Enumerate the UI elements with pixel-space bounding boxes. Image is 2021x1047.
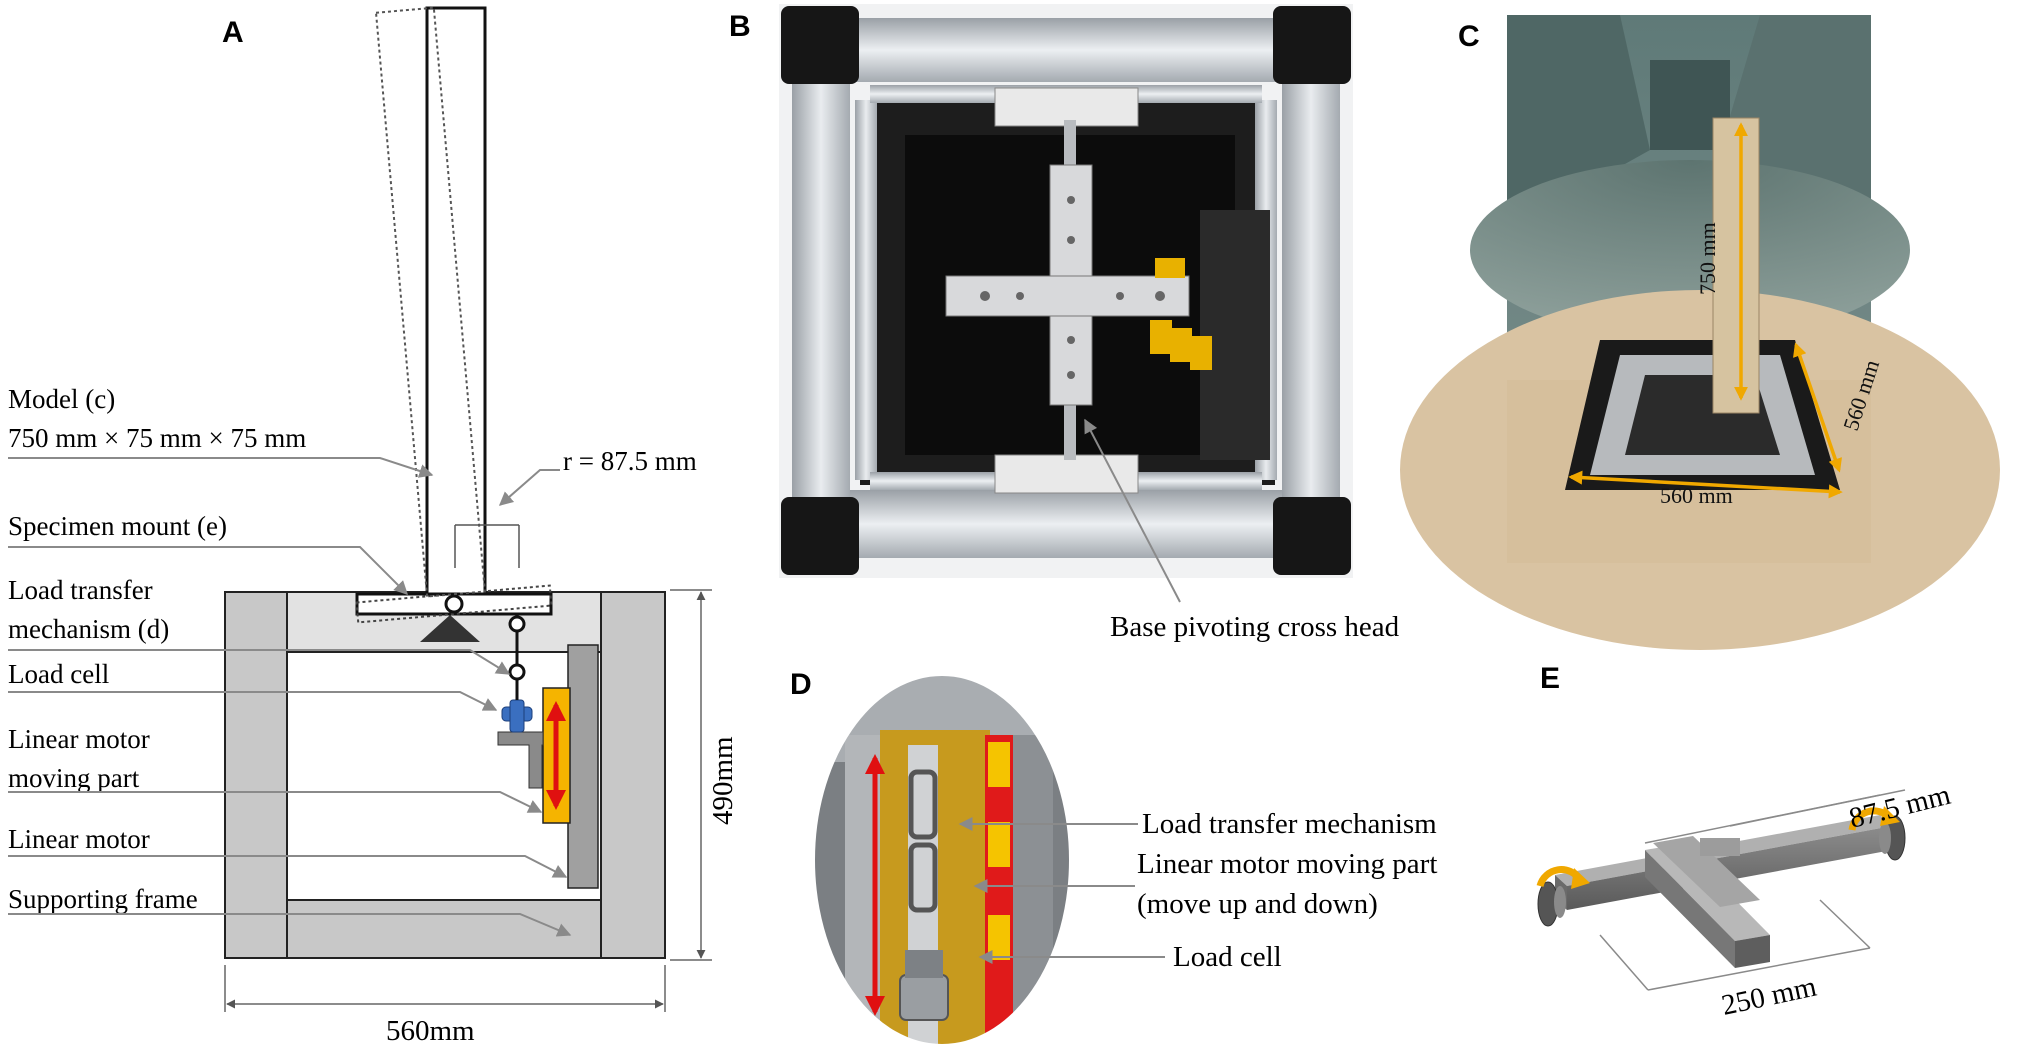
linear-motor: [567, 644, 599, 889]
label-model-line1: Model (c): [8, 384, 115, 414]
leader-supporting-frame: [8, 913, 572, 937]
frame-bottom-beam: [286, 899, 602, 959]
label-load-transfer-line2: mechanism (d): [8, 614, 169, 644]
label-load-transfer-line1: Load transfer: [8, 575, 153, 605]
linkage-joint-top: [508, 615, 526, 633]
leader-load-cell: [8, 691, 498, 711]
linkage-joint-bottom: [508, 663, 526, 681]
label-e-length: 250 mm: [1719, 971, 1820, 1022]
label-specimen-mount: Specimen mount (e): [8, 511, 227, 541]
dim-e-length: [1647, 947, 1871, 991]
motor-bracket: [497, 731, 544, 789]
panel-a: A Model (c): [8, 6, 739, 1047]
label-supporting-frame: Supporting frame: [8, 884, 198, 914]
panel-c: C 750 mm 560 mm 560 mm: [1400, 15, 2000, 650]
panel-e: E 87.5: [1536, 662, 1954, 1022]
label-model-line2: 750 mm × 75 mm × 75 mm: [8, 423, 306, 453]
leader-linear-motor: [8, 855, 568, 878]
panel-b: B: [729, 4, 1400, 643]
panel-a-letter: A: [222, 16, 244, 49]
label-d-motor-line1: Linear motor moving part: [1137, 848, 1437, 880]
caption-base-pivoting-cross-head: Base pivoting cross head: [1110, 611, 1400, 643]
dim-e-length-tick-l: [1599, 934, 1649, 991]
load-cell-stem: [509, 699, 525, 733]
leader-load-transfer: [8, 649, 511, 675]
panel-e-letter: E: [1540, 662, 1560, 695]
panel-c-photo: [1400, 15, 2000, 650]
model-column: [425, 6, 487, 596]
label-motor-moving-line2: moving part: [8, 763, 140, 793]
panel-d-photo-border: [813, 674, 1071, 1046]
frame-left-column: [224, 591, 288, 959]
label-d-load-transfer: Load transfer mechanism: [1142, 808, 1437, 840]
label-d-load-cell: Load cell: [1173, 941, 1282, 973]
label-height-dim: 490mm: [707, 736, 739, 825]
panel-d-photo: [814, 675, 1070, 1045]
label-load-cell: Load cell: [8, 659, 109, 689]
pivot-pin: [444, 594, 464, 614]
label-linear-motor: Linear motor: [8, 824, 150, 854]
frame-right-column: [600, 591, 666, 959]
label-c-width: 560 mm: [1660, 483, 1733, 508]
label-motor-moving-line1: Linear motor: [8, 724, 150, 754]
leader-specimen-mount: [8, 546, 408, 595]
cross-head-3d: [1536, 806, 1906, 968]
dim-e-arm-ext: [1729, 789, 1906, 827]
model-column-tilted: [374, 6, 486, 598]
panel-c-letter: C: [1458, 20, 1480, 53]
panel-b-photo: [779, 4, 1353, 578]
leader-cross-head: [1084, 418, 1181, 603]
leader-model: [8, 457, 434, 478]
label-c-height: 750 mm: [1695, 222, 1720, 295]
dim-e-length-tick-r: [1819, 899, 1871, 949]
panel-b-letter: B: [729, 10, 751, 43]
label-radius: r = 87.5 mm: [563, 446, 697, 476]
label-d-motor-line2: (move up and down): [1137, 888, 1378, 920]
panel-d-letter: D: [790, 668, 812, 701]
leader-radius: [498, 469, 560, 506]
pivot-support: [420, 615, 480, 642]
panel-d: D Load transfer mechanism Linear motor m…: [790, 668, 1437, 1046]
label-width-dim: 560mm: [386, 1015, 475, 1047]
leader-motor-moving: [8, 791, 543, 813]
